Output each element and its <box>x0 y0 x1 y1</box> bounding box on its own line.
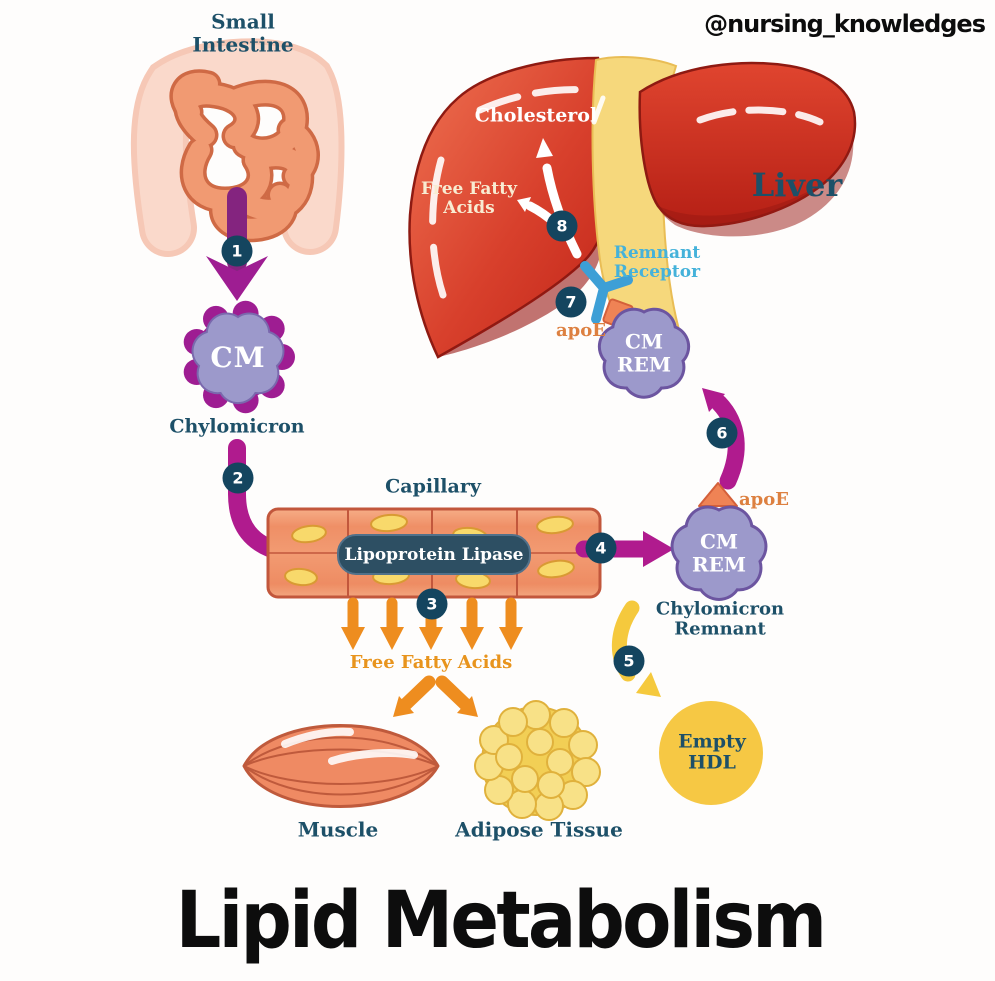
intestine-coils <box>172 72 317 239</box>
page-title: Lipid Metabolism <box>175 876 827 966</box>
cholesterol-label: Cholesterol <box>474 104 598 127</box>
adipose-illustration <box>474 700 601 821</box>
remnant-receptor-icon <box>580 261 633 324</box>
cm-remnant-particle-lower <box>670 505 768 601</box>
apoe-lower-label: apoE <box>739 488 789 510</box>
adipose-tissue-label: Adipose Tissue <box>455 817 623 842</box>
step-badge-6: 6 <box>706 417 738 449</box>
free-fatty-acids-liver-label: Free Fatty Acids <box>420 178 517 218</box>
step-badge-2: 2 <box>222 462 254 494</box>
ffa-arrows <box>341 597 523 717</box>
muscle-label: Muscle <box>297 817 379 842</box>
apoe-marker-lower <box>698 482 738 507</box>
cm-rem-upper-label: CM REM <box>616 329 671 376</box>
step-badge-4: 4 <box>585 532 617 564</box>
capillary-nuclei <box>284 513 575 590</box>
liver-illustration <box>408 56 857 359</box>
liver-label: Liver <box>751 165 843 204</box>
lipoprotein-lipase-pill: Lipoprotein Lipase <box>337 534 531 575</box>
cm-remnant-particle-upper <box>597 307 691 399</box>
step-badge-1: 1 <box>221 235 253 267</box>
watermark: @nursing_knowledges <box>704 10 986 38</box>
liver-highlights <box>429 86 824 299</box>
free-fatty-acids-label: Free Fatty Acids <box>349 651 513 673</box>
chylomicron-particle <box>183 300 295 414</box>
cm-rem-lower-label: CM REM <box>691 529 746 576</box>
chylomicron-remnant-label: Chylomicron Remnant <box>655 598 785 640</box>
capillary-label: Capillary <box>385 475 481 498</box>
step-badge-7: 7 <box>555 286 587 318</box>
small-intestine-label: Small Intestine <box>192 9 294 56</box>
step-badge-3: 3 <box>416 588 448 620</box>
step-badge-8: 8 <box>546 210 578 242</box>
muscle-illustration <box>242 724 440 808</box>
empty-hdl-circle <box>659 701 763 805</box>
chylomicron-label: Chylomicron <box>169 415 305 438</box>
empty-hdl-label: Empty HDL <box>678 730 746 774</box>
small-intestine-illustration <box>130 38 345 257</box>
remnant-receptor-label: Remnant Receptor <box>613 242 701 282</box>
cm-label: CM <box>210 341 266 375</box>
step-badge-5: 5 <box>613 645 645 677</box>
apoe-upper-label: apoE <box>556 319 606 341</box>
